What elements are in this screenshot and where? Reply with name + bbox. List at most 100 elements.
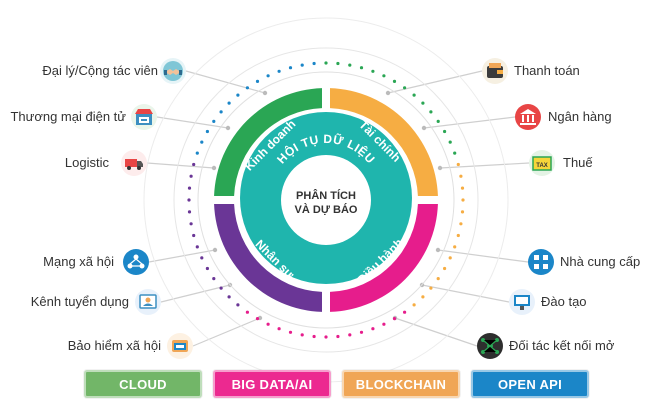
ring-dot	[195, 245, 199, 249]
connector-line	[156, 116, 229, 129]
ring-dot	[448, 256, 452, 260]
big-data-ai-button[interactable]: BIG DATA/AI	[212, 369, 332, 399]
connector-line	[192, 317, 261, 347]
connector-line	[423, 116, 516, 129]
ring-dot	[195, 151, 199, 155]
ring-dot	[245, 310, 249, 314]
recruitment-icon	[135, 289, 161, 315]
ring-dot	[382, 322, 386, 326]
ring-dot	[459, 222, 463, 226]
ring-dot	[212, 119, 216, 123]
outer-ring-2	[173, 47, 479, 353]
ring-dot	[255, 317, 260, 321]
left-label-logistic: Logistic	[64, 155, 109, 170]
ring-dot	[429, 286, 433, 290]
supplier-network-icon	[528, 249, 554, 275]
connector-lines	[146, 70, 530, 347]
ring-dot	[436, 277, 440, 281]
connector-dot	[435, 247, 441, 253]
connector-line	[146, 162, 215, 169]
ring-dot	[371, 327, 375, 331]
ring-dot	[200, 140, 204, 144]
center-circle	[281, 155, 371, 245]
center-title-line1: PHÂN TÍCH	[296, 189, 356, 202]
open-connection-icon	[477, 333, 503, 359]
ring-dot	[312, 334, 316, 339]
ring-dot	[459, 174, 463, 178]
connector-line	[185, 70, 266, 94]
left-label-bao-hiem: Bảo hiểm xã hội	[67, 338, 161, 353]
center-title-line2: VÀ DỰ BÁO	[295, 203, 358, 216]
ring-dot	[187, 210, 192, 214]
outer-ring-1	[197, 71, 455, 329]
segment-ring	[214, 88, 438, 312]
segment-kinh-doanh	[214, 88, 322, 196]
ring-dot	[336, 61, 340, 66]
right-label-nha-cung-cap: Nhà cung cấp	[560, 254, 641, 269]
open-api-button[interactable]: OPEN API	[470, 369, 590, 399]
ring-dot	[336, 334, 340, 339]
right-label-thue: Thuế	[563, 155, 593, 170]
ring-dot	[443, 129, 447, 134]
ring-dot	[460, 186, 465, 190]
connector-line	[439, 162, 530, 169]
ecommerce-store-icon	[131, 104, 157, 130]
ring-dot	[448, 140, 452, 144]
left-label-thuong-mai: Thương mại điện tử	[10, 109, 126, 124]
segment-dieu-hanh	[330, 204, 438, 312]
ring-dot	[205, 129, 209, 134]
ring-dot	[382, 74, 386, 78]
ring-dot	[212, 277, 216, 281]
bank-icon	[515, 104, 541, 130]
right-label-thanh-toan: Thanh toán	[514, 63, 580, 78]
ring-dot	[266, 322, 270, 326]
right-label-ngan-hang: Ngân hàng	[548, 109, 612, 124]
ring-dot	[412, 303, 416, 307]
ring-dot	[359, 330, 364, 334]
ring-dot	[288, 66, 293, 70]
blockchain-button[interactable]: BLOCKCHAIN	[341, 369, 461, 399]
ring-dot	[189, 222, 193, 226]
ring-dot	[348, 63, 352, 67]
tax-folder-icon: TAX	[529, 150, 555, 176]
ring-dot	[255, 79, 260, 83]
connector-dot	[212, 247, 218, 253]
ring-dot	[421, 101, 425, 105]
connector-dot	[211, 165, 217, 171]
connector-dot	[385, 90, 391, 96]
ring-dot	[187, 186, 192, 190]
ring-dot	[324, 61, 328, 65]
segment-nhan-su	[214, 204, 322, 312]
ring-dot	[461, 198, 465, 202]
ring-dot	[371, 69, 375, 73]
ring-dot	[324, 335, 328, 339]
ring-dot	[403, 310, 407, 314]
ring-dot	[412, 93, 416, 97]
ring-dot	[312, 61, 316, 66]
right-label-dao-tao: Đào tạo	[541, 294, 587, 309]
ring-dot	[236, 93, 240, 97]
cloud-button[interactable]: CLOUD	[83, 369, 203, 399]
ring-dot	[421, 295, 425, 299]
handshake-icon	[160, 58, 186, 84]
left-label-dai-ly: Đại lý/Cộng tác viên	[42, 63, 158, 78]
connector-dot	[262, 90, 268, 96]
ring-dot	[277, 327, 281, 331]
ring-dot	[456, 233, 460, 238]
segment-tai-chinh	[330, 88, 438, 196]
ring-dot	[277, 69, 281, 73]
connector-dot	[421, 125, 427, 131]
ring-dot	[300, 333, 304, 337]
ring-dot	[392, 317, 397, 321]
social-network-icon	[123, 249, 149, 275]
ring-dot	[205, 266, 209, 271]
svg-text:TAX: TAX	[536, 163, 548, 169]
ring-dot	[403, 86, 407, 90]
ring-dot	[429, 110, 433, 114]
ring-dot	[192, 162, 196, 167]
ring-dot	[187, 198, 191, 202]
ring-dot	[236, 303, 240, 307]
ring-dot	[456, 162, 460, 167]
connector-dot	[225, 125, 231, 131]
